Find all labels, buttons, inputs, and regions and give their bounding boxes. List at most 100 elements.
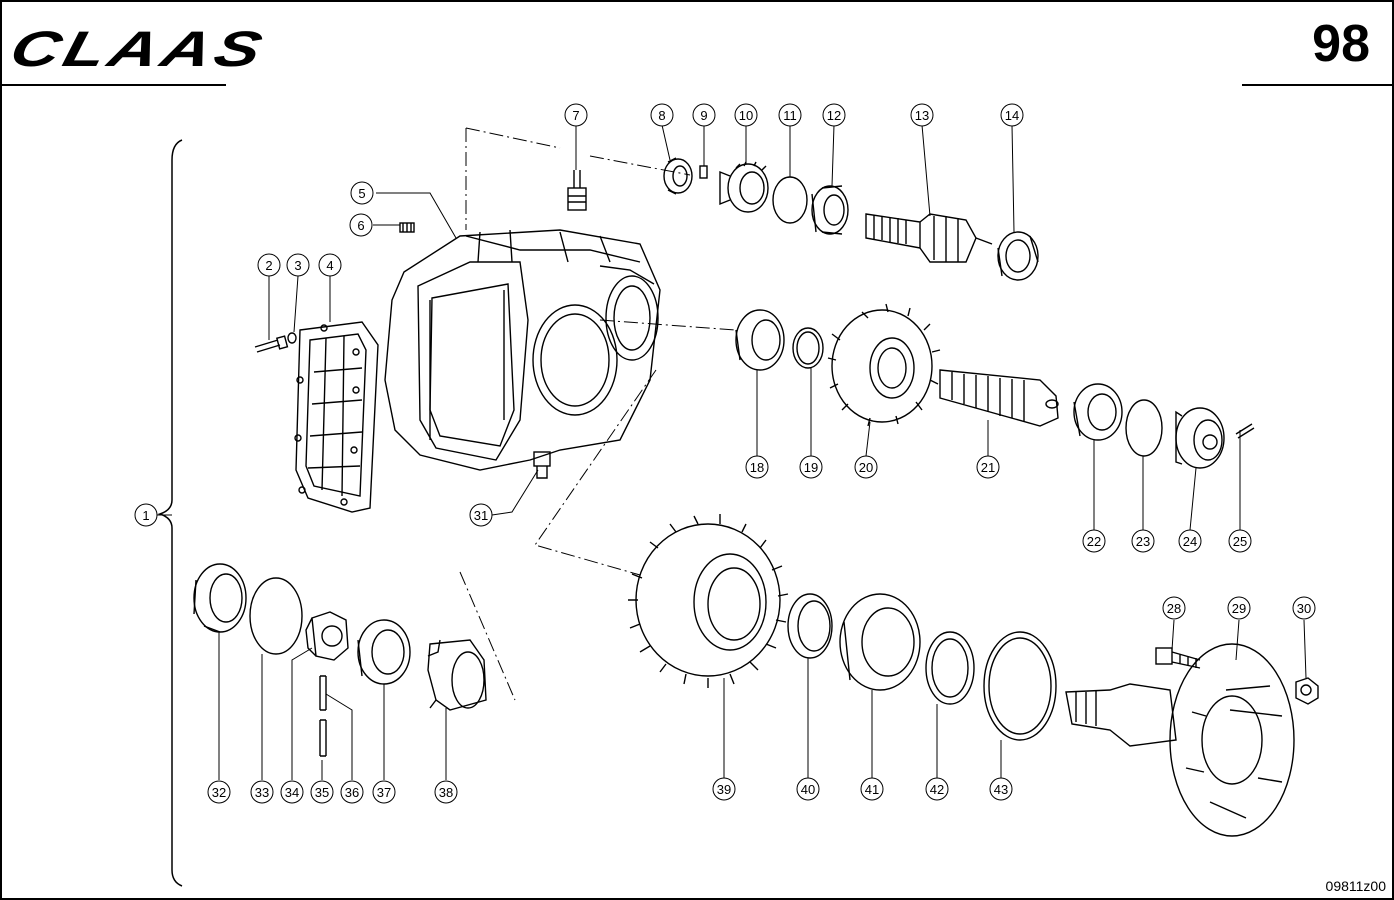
callout-12: 12	[822, 103, 846, 127]
svg-text:43: 43	[994, 782, 1008, 797]
hub-flange-part	[1065, 643, 1295, 837]
svg-text:10: 10	[739, 108, 753, 123]
breather-part	[567, 170, 587, 211]
svg-text:5: 5	[358, 186, 365, 201]
callout-9: 9	[692, 103, 716, 127]
svg-text:40: 40	[801, 782, 815, 797]
callout-28: 28	[1162, 596, 1186, 620]
callout-25: 25	[1228, 529, 1252, 553]
svg-text:28: 28	[1167, 601, 1181, 616]
roll-pin-part	[319, 675, 327, 757]
svg-text:35: 35	[315, 785, 329, 800]
bolt-part-28	[1155, 647, 1201, 669]
callout-labels: 1 2 3 4 5 6 7 8 9 10 11 12 13 14 18 19 2…	[134, 103, 1316, 804]
drawing-code: 09811z00	[1325, 878, 1386, 894]
svg-text:30: 30	[1297, 601, 1311, 616]
ring-part-40	[787, 593, 833, 659]
callout-33: 33	[250, 780, 274, 804]
svg-text:6: 6	[357, 218, 364, 233]
svg-text:36: 36	[345, 785, 359, 800]
bearing-part	[811, 185, 849, 235]
svg-text:21: 21	[981, 460, 995, 475]
splined-shaft-part	[939, 369, 1059, 427]
callout-13: 13	[910, 103, 934, 127]
callout-23: 23	[1131, 529, 1155, 553]
callout-5: 5	[350, 181, 374, 205]
callout-39: 39	[712, 777, 736, 801]
callout-31: 31	[469, 503, 493, 527]
nut-part-30	[1295, 677, 1319, 705]
svg-text:39: 39	[717, 782, 731, 797]
callout-14: 14	[1000, 103, 1024, 127]
callout-37: 37	[372, 780, 396, 804]
bolt-part	[254, 335, 289, 353]
svg-text:25: 25	[1233, 534, 1247, 549]
coupling-part	[719, 161, 769, 213]
callout-4: 4	[318, 253, 342, 277]
cotter-pin-part	[1235, 423, 1255, 439]
callout-6: 6	[349, 213, 373, 237]
leader-lines	[150, 124, 1307, 780]
callout-21: 21	[976, 455, 1000, 479]
o-ring-part-33	[249, 577, 303, 655]
callout-38: 38	[434, 780, 458, 804]
callout-30: 30	[1292, 596, 1316, 620]
seal-part-32	[193, 563, 247, 633]
callout-35: 35	[310, 780, 334, 804]
callout-20: 20	[854, 455, 878, 479]
washer-part	[287, 332, 297, 344]
svg-text:11: 11	[783, 108, 797, 123]
callout-22: 22	[1082, 529, 1106, 553]
bearing-part-22	[1073, 383, 1123, 441]
callout-32: 32	[207, 780, 231, 804]
svg-text:20: 20	[859, 460, 873, 475]
callout-36: 36	[340, 780, 364, 804]
svg-text:9: 9	[700, 108, 707, 123]
svg-text:19: 19	[804, 460, 818, 475]
gear-part-20	[827, 303, 941, 427]
svg-text:13: 13	[915, 108, 929, 123]
bearing-part-37	[357, 619, 411, 685]
svg-text:4: 4	[326, 258, 333, 273]
callout-11: 11	[778, 103, 802, 127]
svg-text:3: 3	[294, 258, 301, 273]
svg-text:38: 38	[439, 785, 453, 800]
ring-part-42	[925, 631, 975, 705]
svg-text:1: 1	[142, 508, 149, 523]
callout-1: 1	[134, 503, 158, 527]
svg-text:33: 33	[255, 785, 269, 800]
svg-text:41: 41	[865, 782, 879, 797]
svg-text:31: 31	[474, 508, 488, 523]
callout-40: 40	[796, 777, 820, 801]
axis-lines	[459, 127, 736, 701]
assembly-brace	[157, 139, 183, 887]
callout-18: 18	[745, 455, 769, 479]
callout-7: 7	[564, 103, 588, 127]
svg-text:37: 37	[377, 785, 391, 800]
page-number: 98	[1312, 15, 1370, 73]
svg-text:7: 7	[572, 108, 579, 123]
svg-text:32: 32	[212, 785, 226, 800]
callout-10: 10	[734, 103, 758, 127]
bearing-part-14	[997, 231, 1039, 281]
svg-text:14: 14	[1005, 108, 1019, 123]
cover-plate-part	[294, 321, 379, 513]
bearing-part-41	[839, 593, 921, 691]
large-gear-part-39	[628, 514, 789, 688]
svg-text:2: 2	[265, 258, 272, 273]
o-ring-part-23	[1125, 399, 1163, 457]
callout-29: 29	[1227, 596, 1251, 620]
callout-3: 3	[286, 253, 310, 277]
svg-text:23: 23	[1136, 534, 1150, 549]
svg-text:29: 29	[1232, 601, 1246, 616]
pin-part	[699, 165, 708, 179]
callout-34: 34	[280, 780, 304, 804]
sleeve-part-38	[427, 639, 487, 711]
pinion-shaft-part	[865, 213, 993, 263]
callout-42: 42	[925, 777, 949, 801]
callout-8: 8	[650, 103, 674, 127]
callout-43: 43	[989, 777, 1013, 801]
o-ring-part	[772, 176, 808, 224]
